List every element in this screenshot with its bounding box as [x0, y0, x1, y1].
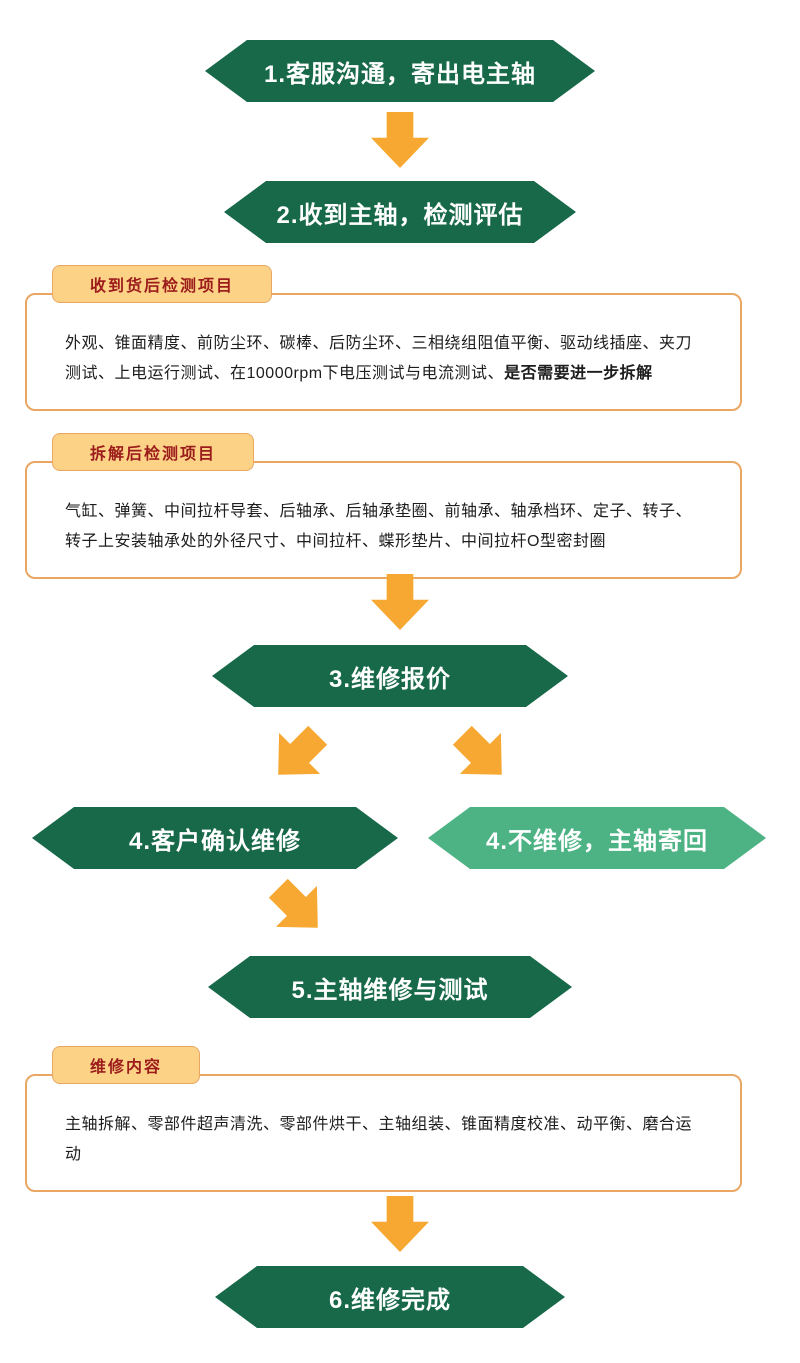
step6-node: 6.维修完成 — [215, 1266, 565, 1328]
arrow-down-2-icon — [371, 574, 429, 630]
step2-node: 2.收到主轴，检测评估 — [224, 181, 576, 243]
step6-label: 6.维修完成 — [328, 1286, 451, 1314]
arrow-branch-right-icon — [442, 715, 523, 796]
disassembly-inspection-items: 气缸、弹簧、中间拉杆导套、后轴承、后轴承垫圈、前轴承、轴承档环、定子、转子、转子… — [65, 503, 693, 550]
box-repair-content: 主轴拆解、零部件超声清洗、零部件烘干、主轴组装、锥面精度校准、动平衡、磨合运动 — [25, 1074, 742, 1192]
step5-node: 5.主轴维修与测试 — [208, 956, 572, 1018]
badge-received-inspection: 收到货后检测项目 — [52, 265, 273, 303]
received-inspection-text: 外观、锥面精度、前防尘环、碳棒、后防尘环、三相绕组阻值平衡、驱动线插座、夹刀测试… — [65, 329, 702, 389]
repair-content-items: 主轴拆解、零部件超声清洗、零部件烘干、主轴组装、锥面精度校准、动平衡、磨合运动 — [65, 1116, 693, 1163]
step1-node: 1.客服沟通，寄出电主轴 — [205, 40, 595, 102]
box-received-inspection: 外观、锥面精度、前防尘环、碳棒、后防尘环、三相绕组阻值平衡、驱动线插座、夹刀测试… — [25, 293, 742, 411]
arrow-branch-left-icon — [258, 715, 339, 796]
received-inspection-bold: 是否需要进一步拆解 — [504, 365, 653, 382]
step4-confirm-label: 4.客户确认维修 — [128, 827, 301, 855]
box-disassembly-inspection: 气缸、弹簧、中间拉杆导套、后轴承、后轴承垫圈、前轴承、轴承档环、定子、转子、转子… — [25, 461, 742, 579]
arrow-down-3-icon — [371, 1196, 429, 1252]
disassembly-inspection-text: 气缸、弹簧、中间拉杆导套、后轴承、后轴承垫圈、前轴承、轴承档环、定子、转子、转子… — [65, 497, 702, 557]
badge-repair-content: 维修内容 — [52, 1046, 201, 1084]
step1-label: 1.客服沟通，寄出电主轴 — [263, 60, 536, 88]
step4-return-node: 4.不维修，主轴寄回 — [428, 807, 766, 869]
step3-node: 3.维修报价 — [212, 645, 568, 707]
step2-label: 2.收到主轴，检测评估 — [276, 201, 524, 229]
step5-label: 5.主轴维修与测试 — [291, 976, 489, 1004]
step4-return-label: 4.不维修，主轴寄回 — [485, 827, 708, 855]
badge-disassembly-inspection: 拆解后检测项目 — [52, 433, 255, 471]
received-inspection-items: 外观、锥面精度、前防尘环、碳棒、后防尘环、三相绕组阻值平衡、驱动线插座、夹刀测试… — [65, 335, 693, 382]
step4-confirm-node: 4.客户确认维修 — [32, 807, 398, 869]
arrow-merge-icon — [258, 868, 339, 949]
arrow-down-1-icon — [371, 112, 429, 168]
repair-content-text: 主轴拆解、零部件超声清洗、零部件烘干、主轴组装、锥面精度校准、动平衡、磨合运动 — [65, 1110, 702, 1170]
step3-label: 3.维修报价 — [328, 665, 451, 693]
